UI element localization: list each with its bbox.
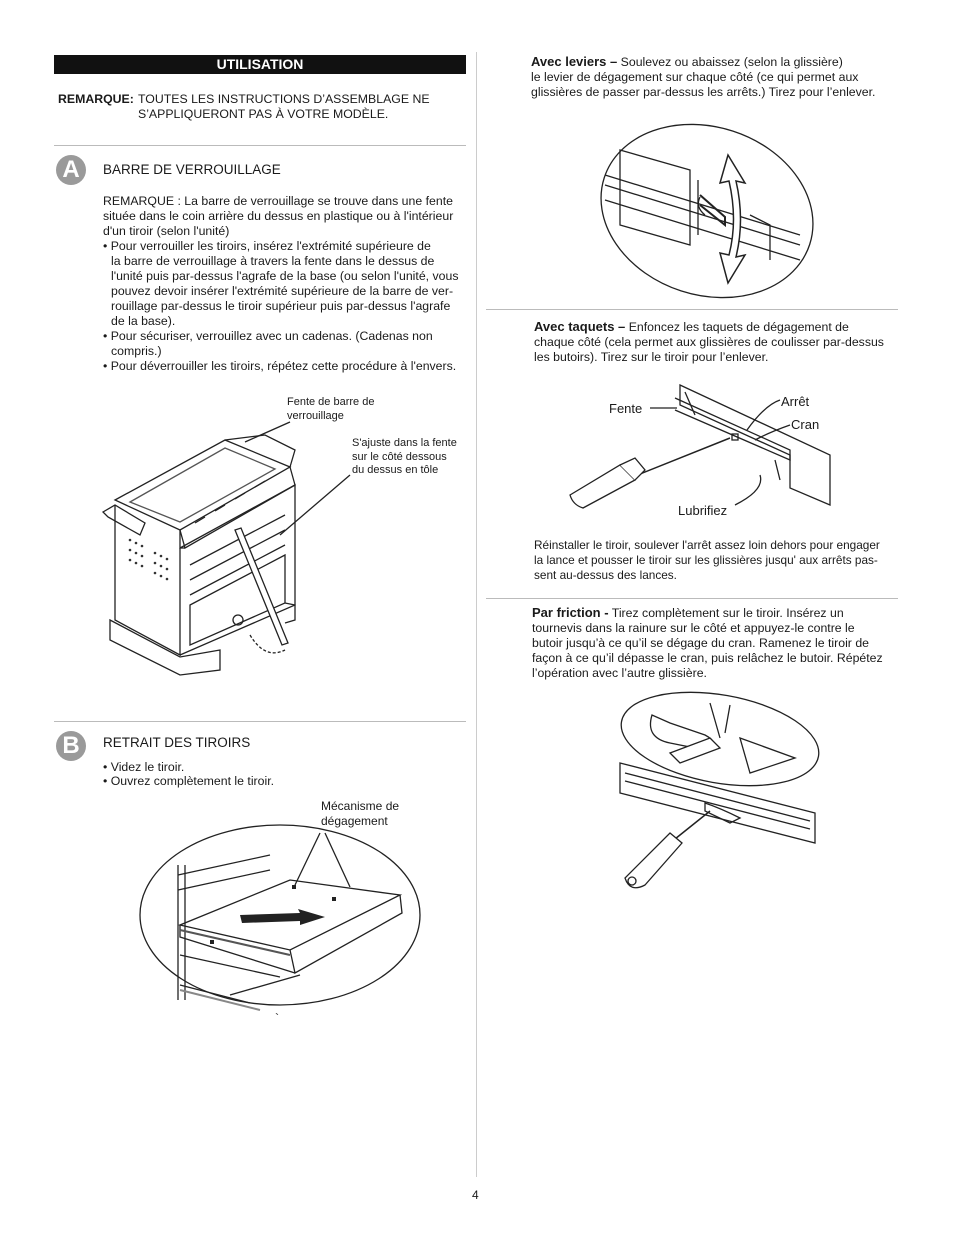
body-line: située dans le coin arrière du dessus en… bbox=[103, 209, 454, 223]
page-number: 4 bbox=[472, 1188, 479, 1202]
divider bbox=[486, 598, 898, 599]
body-line: rouillage par-dessus le tiroir supérieur… bbox=[111, 299, 451, 313]
section-b-bullet: • Videz le tiroir. bbox=[103, 760, 185, 774]
section-a-body: REMARQUE : La barre de verrouillage se t… bbox=[103, 194, 473, 374]
tabs-paragraph: Avec taquets – Enfoncez les taquets de d… bbox=[534, 319, 884, 364]
label-cran: Cran bbox=[791, 417, 820, 432]
tab-release-illustration bbox=[569, 383, 831, 509]
friction-release-illustration bbox=[619, 691, 820, 889]
section-a-title: BARRE DE VERROUILLAGE bbox=[103, 162, 281, 177]
tool-cart-illustration bbox=[101, 421, 351, 676]
body-line: pouvez devoir insérer l'extrémité supéri… bbox=[111, 284, 454, 298]
section-header: UTILISATION bbox=[54, 55, 466, 74]
drawer-removal-illustration bbox=[139, 824, 421, 1011]
remark-text-line2: S’APPLIQUERONT PAS À VOTRE MODÈLE. bbox=[138, 107, 389, 121]
levers-paragraph: Avec leviers – Soulevez ou abaissez (sel… bbox=[531, 54, 876, 99]
column-divider bbox=[476, 52, 477, 1177]
friction-paragraph: Par friction - Tirez complètement sur le… bbox=[532, 605, 883, 680]
remark-label: REMARQUE: bbox=[58, 92, 134, 106]
body-line: • Pour sécuriser, verrouillez avec un ca… bbox=[103, 329, 433, 343]
divider bbox=[54, 721, 466, 722]
lever-release-illustration bbox=[600, 123, 814, 299]
body-line: la barre de verrouillage à travers la fe… bbox=[111, 254, 435, 268]
label-arret: Arrêt bbox=[781, 394, 810, 409]
body-line: REMARQUE : La barre de verrouillage se t… bbox=[103, 194, 453, 208]
section-b-title: RETRAIT DES TIROIRS bbox=[103, 735, 251, 750]
section-b-badge: B bbox=[56, 731, 86, 761]
label-fente: Fente bbox=[609, 401, 643, 416]
friction-title: Par friction - bbox=[532, 605, 609, 620]
remark-text-line1: TOUTES LES INSTRUCTIONS D’ASSEMBLAGE NE bbox=[138, 92, 430, 106]
body-line: • Pour verrouiller les tiroirs, insérez … bbox=[103, 239, 431, 253]
section-a-badge: A bbox=[56, 155, 86, 185]
stray-mark: ` bbox=[275, 1011, 280, 1025]
levers-title: Avec leviers – bbox=[531, 54, 618, 69]
body-line: • Pour déverrouiller les tiroirs, répéte… bbox=[103, 359, 457, 373]
divider bbox=[54, 145, 466, 146]
tabs-title: Avec taquets – bbox=[534, 319, 626, 334]
body-line: d'un tiroir (selon l'unité) bbox=[103, 224, 230, 238]
body-line: l'unité puis par-dessus l'agrafe de la b… bbox=[111, 269, 459, 283]
body-line: de la base). bbox=[111, 314, 176, 328]
label-lubrifiez: Lubrifiez bbox=[678, 503, 728, 518]
body-line: compris.) bbox=[111, 344, 162, 358]
section-b-bullet: • Ouvrez complètement le tiroir. bbox=[103, 774, 275, 788]
reinstall-paragraph: Réinstaller le tiroir, soulever l'arrêt … bbox=[534, 538, 880, 582]
divider bbox=[486, 309, 898, 310]
